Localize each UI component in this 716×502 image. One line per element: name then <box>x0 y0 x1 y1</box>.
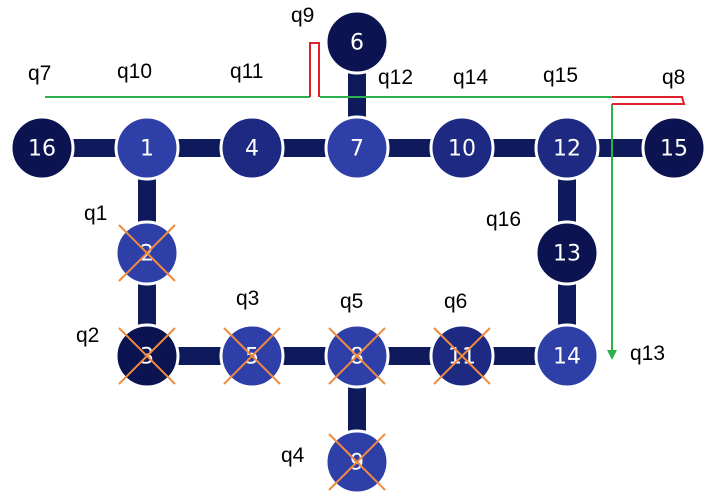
cross-mark-icon <box>223 327 281 385</box>
node-4: 4 <box>219 115 285 181</box>
node-circle <box>534 115 600 181</box>
nodes-layer: 16147101215623581114139 <box>9 9 707 495</box>
node-12: 12 <box>534 115 600 181</box>
node-5: 5 <box>219 323 285 389</box>
node-9: 9 <box>324 429 390 495</box>
qubit-label-q3: q3 <box>236 287 259 310</box>
node-circle <box>641 115 707 181</box>
qubit-label-q1: q1 <box>84 202 107 225</box>
qubit-label-q12: q12 <box>378 66 413 89</box>
node-11: 11 <box>429 323 495 389</box>
qubit-label-q8: q8 <box>662 66 685 89</box>
qubit-label-q2: q2 <box>76 324 99 347</box>
qubit-label-q5: q5 <box>340 290 363 313</box>
node-circle <box>9 115 75 181</box>
cross-mark-icon <box>328 433 386 491</box>
routing-paths-layer <box>45 42 686 360</box>
node-14: 14 <box>534 323 600 389</box>
node-8: 8 <box>324 323 390 389</box>
green-arrow-head <box>607 350 617 360</box>
node-circle <box>114 115 180 181</box>
qubit-label-q16: q16 <box>486 208 521 231</box>
qubit-label-q11: q11 <box>230 60 263 83</box>
node-label: 1 <box>140 137 154 162</box>
qubit-label-q4: q4 <box>281 444 305 467</box>
cross-mark-icon <box>433 327 491 385</box>
cross-mark-icon <box>328 327 386 385</box>
node-label: 4 <box>245 137 259 162</box>
qubit-label-q14: q14 <box>453 66 488 89</box>
node-label: 15 <box>660 137 688 162</box>
node-label: 13 <box>553 242 581 267</box>
node-label: 16 <box>28 137 56 162</box>
node-2: 2 <box>114 220 180 286</box>
node-10: 10 <box>429 115 495 181</box>
node-label: 14 <box>553 345 581 370</box>
node-circle <box>534 220 600 286</box>
node-15: 15 <box>641 115 707 181</box>
cross-mark-icon <box>118 224 176 282</box>
node-circle <box>324 115 390 181</box>
node-3: 3 <box>114 323 180 389</box>
node-circle <box>429 115 495 181</box>
node-16: 16 <box>9 115 75 181</box>
node-label: 12 <box>553 137 581 162</box>
qubit-labels-layer: q7 q10 q11 q9 q12 q14 q15 q8 q1 q16 q2 q3 q5 q6 q13 q4 <box>28 4 685 467</box>
red-swap-marker-q8 <box>612 96 686 105</box>
node-circle <box>534 323 600 389</box>
cross-mark-icon <box>118 327 176 385</box>
node-6: 6 <box>324 9 390 75</box>
node-label: 7 <box>350 137 364 162</box>
red-swap-marker-q9 <box>309 42 320 97</box>
node-13: 13 <box>534 220 600 286</box>
qubit-label-q9: q9 <box>291 4 314 27</box>
node-circle <box>324 9 390 75</box>
node-label: 6 <box>350 31 364 56</box>
qubit-label-q15: q15 <box>543 64 578 87</box>
node-1: 1 <box>114 115 180 181</box>
qubit-label-q13: q13 <box>630 342 665 365</box>
qubit-label-q6: q6 <box>444 290 467 313</box>
qubit-label-q10: q10 <box>117 60 152 83</box>
node-label: 10 <box>448 137 476 162</box>
node-7: 7 <box>324 115 390 181</box>
node-circle <box>219 115 285 181</box>
qubit-label-q7: q7 <box>28 62 51 85</box>
